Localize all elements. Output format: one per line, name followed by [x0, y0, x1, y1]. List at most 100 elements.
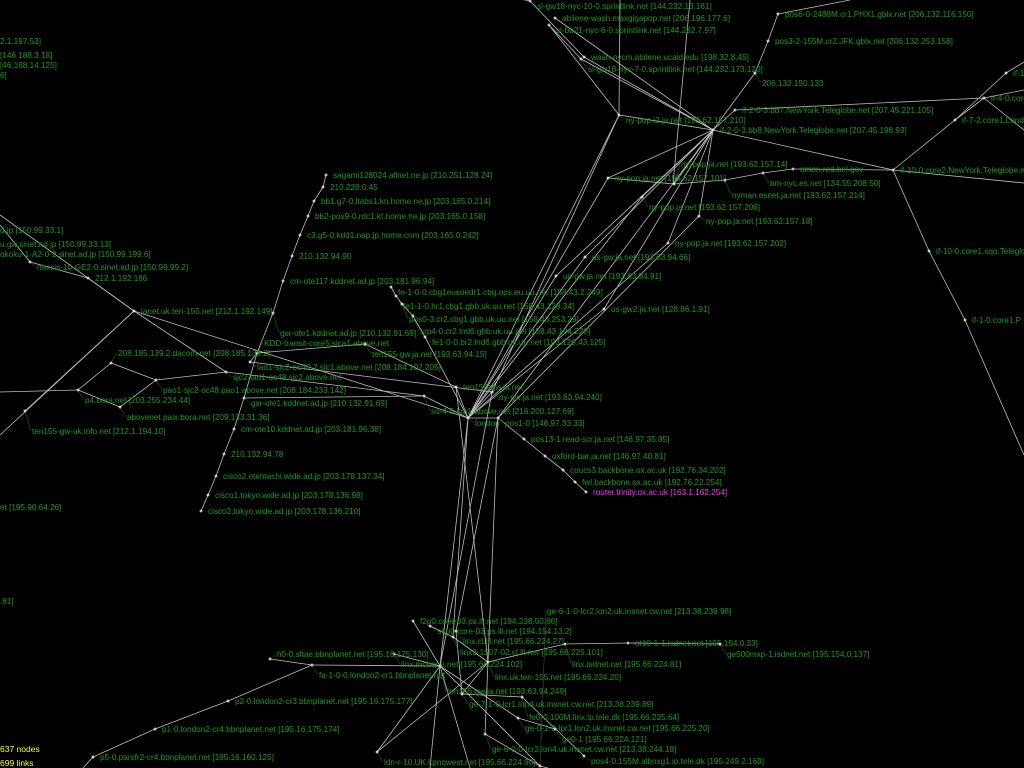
- router-node[interactable]: KDD-transit-core5.sjca1.above.net: [255, 339, 390, 355]
- node-marker-icon[interactable]: [392, 652, 396, 656]
- node-marker-icon[interactable]: [711, 128, 715, 132]
- node-marker-icon[interactable]: [753, 71, 757, 75]
- router-node[interactable]: if-10-0.core2.NewYork.Teleglobe.net: [891, 166, 1024, 175]
- router-node[interactable]: ten155-gw.ja.net [193.63.94.249]: [438, 664, 567, 697]
- router-node[interactable]: us-gw.ja.net [193.63.94.91]: [554, 272, 662, 281]
- node-marker-icon[interactable]: [761, 171, 765, 175]
- router-node[interactable]: 206.132.150.133: [753, 71, 824, 89]
- node-marker-icon[interactable]: [312, 199, 316, 203]
- node-marker-icon[interactable]: [538, 764, 542, 768]
- node-marker-icon[interactable]: [547, 23, 551, 27]
- node-marker-icon[interactable]: [666, 241, 670, 245]
- router-node[interactable]: cm-ote117.kddnet.ad.jp [203.181.96.94]: [281, 277, 435, 286]
- node-marker-icon[interactable]: [733, 108, 737, 112]
- node-marker-icon[interactable]: [982, 96, 986, 100]
- router-node[interactable]: ny-pop.ja.net [193.62.157.206]: [640, 195, 761, 213]
- node-marker-icon[interactable]: [573, 480, 577, 484]
- router-node[interactable]: abovenet.paix.bora.net [209.133.31.36]: [118, 405, 270, 423]
- node-marker-icon[interactable]: [561, 468, 565, 472]
- node-marker-icon[interactable]: [321, 185, 325, 189]
- router-node[interactable]: pao1-sjc2-oc48.pao1.above.net [208.184.2…: [154, 378, 347, 396]
- node-marker-icon[interactable]: [553, 16, 557, 20]
- router-node[interactable]: 212.1.192.186: [86, 274, 148, 283]
- node-marker-icon[interactable]: [118, 405, 122, 409]
- node-marker-icon[interactable]: [766, 39, 770, 43]
- node-marker-icon[interactable]: [306, 214, 310, 218]
- node-marker-icon[interactable]: [232, 427, 236, 431]
- router-node[interactable]: if-1: [1004, 69, 1024, 78]
- router-node[interactable]: if-1-0.core1.P: [963, 316, 1022, 325]
- router-node[interactable]: ge0-1 [195.66.224.121]: [553, 727, 647, 745]
- node-marker-icon[interactable]: [206, 493, 210, 497]
- node-marker-icon[interactable]: [672, 182, 676, 186]
- node-marker-icon[interactable]: [697, 214, 701, 218]
- node-marker-icon[interactable]: [776, 12, 780, 16]
- node-marker-icon[interactable]: [324, 173, 328, 177]
- node-marker-icon[interactable]: [520, 695, 524, 699]
- node-marker-icon[interactable]: [626, 641, 630, 645]
- router-node[interactable]: ldn-r-10.UK.kpnqwest.net [195.66.224.90]: [375, 750, 536, 768]
- router-node[interactable]: linx.uk.ten-155.net [195.66.224.20]: [486, 660, 622, 683]
- node-marker-icon[interactable]: [400, 302, 404, 306]
- router-node[interactable]: ge-6-1-0-lcr2.lon2.uk.insnet.cw.net [213…: [538, 607, 732, 768]
- router-node[interactable]: if-4-0.core: [982, 94, 1024, 103]
- router-node[interactable]: sl-gw18-nyc-10-0.sprintlink.net [144.232…: [528, 0, 712, 11]
- node-marker-icon[interactable]: [86, 276, 90, 280]
- node-marker-icon[interactable]: [271, 311, 275, 315]
- router-node[interactable]: abilene-wash.maxgigapop.net [206.196.177…: [553, 14, 730, 23]
- router-node[interactable]: fe1-1-0.hr1.cbg1.gbb.uk.uu.net [158.43.1…: [394, 294, 575, 312]
- router-node[interactable]: bb2-pos9-0.rdc1.kt.home.ne.jp [203.165.0…: [306, 212, 486, 221]
- node-marker-icon[interactable]: [411, 619, 415, 623]
- node-marker-icon[interactable]: [718, 642, 722, 646]
- node-marker-icon[interactable]: [891, 168, 895, 172]
- router-node[interactable]: p5-0.parsfr2-cr4.bbnplanet.net [195.16.1…: [91, 753, 274, 762]
- router-node[interactable]: p4.bora.net [203.255.234.44]: [76, 388, 191, 406]
- router-node[interactable]: coucs3.backbone.ox.ac.uk [192.76.34.202]: [561, 466, 726, 475]
- node-marker-icon[interactable]: [438, 664, 442, 668]
- router-node[interactable]: ny-pop.ja.net [193.62.157.14]: [672, 160, 788, 186]
- router-node[interactable]: nacsis-10-GE2-0.sinet.ad.jp [150.99.99.2…: [28, 260, 189, 273]
- node-marker-icon[interactable]: [298, 233, 302, 237]
- router-node[interactable]: sjc2-lad1-oc48.sjc2.above.net: [224, 370, 343, 383]
- router-node[interactable]: ny-pop.ja.net [193.62.157.101]: [606, 174, 727, 183]
- router-node[interactable]: 210.132.94.90: [290, 252, 352, 261]
- node-marker-icon[interactable]: [522, 437, 526, 441]
- router-node[interactable]: lad1-sjc2-oc48-2.sjc1.above.net [208.184…: [248, 360, 441, 373]
- node-marker-icon[interactable]: [584, 490, 588, 494]
- router-node[interactable]: pos0-3.cr2.cbg1.gbb.uk.uu.net [158.43.25…: [400, 302, 579, 325]
- node-marker-icon[interactable]: [791, 167, 795, 171]
- router-node[interactable]: 210.228.0.45: [321, 183, 379, 192]
- node-marker-icon[interactable]: [486, 660, 490, 664]
- node-marker-icon[interactable]: [582, 754, 586, 758]
- router-node[interactable]: gsr-ote1.kddnet.ad.jp [210.132.91.69]: [242, 396, 388, 409]
- router-node[interactable]: pos13-1.read-scr.ja.net [146.97.35.85]: [522, 435, 670, 444]
- router-node[interactable]: linx.isdnet.net [195.66.224.81]: [563, 642, 682, 670]
- node-marker-icon[interactable]: [423, 335, 427, 339]
- node-marker-icon[interactable]: [375, 750, 379, 754]
- node-marker-icon[interactable]: [389, 285, 393, 289]
- node-marker-icon[interactable]: [310, 663, 314, 667]
- node-marker-icon[interactable]: [543, 454, 547, 458]
- router-node[interactable]: ten155-gw-uk.info.net [212.1.194.10]: [23, 409, 166, 437]
- node-marker-icon[interactable]: [582, 55, 586, 59]
- node-marker-icon[interactable]: [199, 509, 203, 513]
- node-marker-icon[interactable]: [290, 254, 294, 258]
- node-marker-icon[interactable]: [28, 260, 32, 264]
- node-marker-icon[interactable]: [153, 727, 157, 731]
- router-node[interactable]: ny-pop.i2.ja.net [193.62.157.210]: [617, 113, 746, 126]
- router-node[interactable]: ge500mxp-1.isdnet.net [195.154.0.137]: [718, 642, 870, 660]
- node-marker-icon[interactable]: [602, 307, 606, 311]
- router-node[interactable]: cisco2.otemachi.wide.ad.jp [203.178.137.…: [214, 472, 385, 481]
- node-marker-icon[interactable]: [154, 378, 158, 382]
- node-marker-icon[interactable]: [723, 178, 727, 182]
- node-marker-icon[interactable]: [466, 416, 470, 420]
- node-marker-icon[interactable]: [554, 274, 558, 278]
- router-node[interactable]: pos1-0 [146.97.33.33]: [496, 416, 585, 429]
- router-node[interactable]: fa-1-0-0.london2-cr1.bbnplanet.net: [310, 663, 446, 681]
- router-node[interactable]: s1p0.core-03.ps.lll.net [194.154.13.2]: [428, 624, 572, 637]
- router-node[interactable]: fe1-0-0.br2.lnd6.gbb.uk.uu.net [193.128.…: [423, 335, 606, 348]
- router-node[interactable]: gsr-ote1.kddnet.ad.jp [210.132.91.69]: [271, 311, 417, 339]
- node-marker-icon[interactable]: [563, 642, 567, 646]
- router-node[interactable]: 208.185.139.2.dacom.net [208.185.139.2]: [109, 349, 271, 365]
- router-node[interactable]: linx.mcbone.net [195.66.224.102]: [392, 652, 523, 670]
